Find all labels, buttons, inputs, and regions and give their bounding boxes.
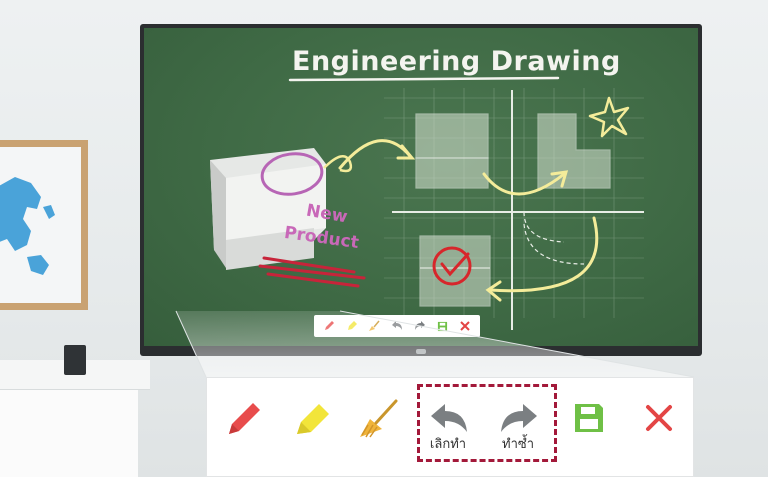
mini-eraser-button[interactable] bbox=[366, 318, 382, 334]
mini-close-button[interactable] bbox=[457, 318, 473, 334]
monitor-logo bbox=[416, 349, 426, 354]
redo-label: ทำซ้ำ bbox=[502, 437, 534, 452]
redo-button[interactable] bbox=[493, 392, 545, 444]
desk-cabinet bbox=[0, 390, 138, 477]
highlighter-icon bbox=[297, 404, 329, 434]
mini-highlighter-button[interactable] bbox=[344, 318, 360, 334]
eraser-broom-icon bbox=[369, 320, 380, 331]
redo-icon bbox=[501, 404, 537, 432]
eraser-button[interactable] bbox=[353, 392, 405, 444]
mini-save-button[interactable] bbox=[434, 318, 450, 334]
close-button[interactable] bbox=[633, 392, 685, 444]
chalkboard-canvas[interactable]: Engineering Drawing New Product bbox=[144, 28, 698, 346]
annotation-toolbar: เลิกทำ ทำซ้ำ bbox=[206, 377, 694, 477]
pen-icon bbox=[325, 321, 335, 330]
wall-picture-frame bbox=[0, 140, 88, 310]
world-map-icon bbox=[0, 177, 55, 275]
pen-button[interactable] bbox=[217, 392, 269, 444]
pen-cup bbox=[64, 345, 86, 375]
board-mini-toolbar bbox=[314, 315, 480, 337]
highlighter-button[interactable] bbox=[287, 392, 339, 444]
highlighter-icon bbox=[347, 321, 357, 330]
save-icon bbox=[575, 404, 603, 432]
close-icon bbox=[459, 321, 470, 331]
drawing-layer bbox=[210, 76, 644, 330]
pen-icon bbox=[229, 403, 260, 434]
interactive-display: Engineering Drawing New Product bbox=[140, 24, 702, 356]
undo-icon bbox=[431, 404, 467, 432]
save-icon bbox=[437, 321, 447, 331]
undo-button[interactable] bbox=[423, 392, 475, 444]
mini-pen-button[interactable] bbox=[321, 318, 337, 334]
undo-redo-highlight bbox=[417, 384, 557, 462]
close-icon bbox=[646, 405, 672, 431]
mini-undo-button[interactable] bbox=[389, 318, 405, 334]
world-map-picture bbox=[0, 147, 81, 303]
undo-icon bbox=[391, 321, 402, 330]
board-title: Engineering Drawing bbox=[292, 46, 621, 77]
undo-label: เลิกทำ bbox=[429, 437, 467, 452]
mini-redo-button[interactable] bbox=[412, 318, 428, 334]
save-button[interactable] bbox=[563, 392, 615, 444]
eraser-broom-icon bbox=[360, 399, 398, 438]
redo-icon bbox=[414, 321, 425, 330]
